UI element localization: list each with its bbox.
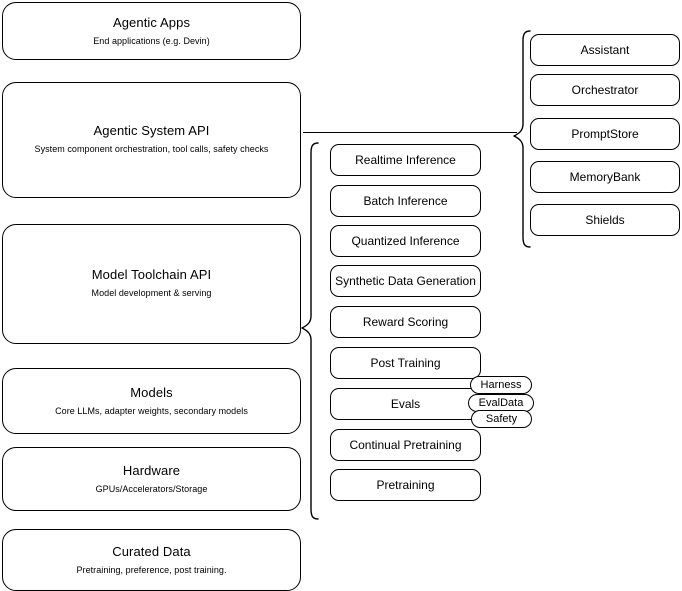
layer-title: Models (130, 385, 173, 400)
layer-text-group: Agentic System API System component orch… (35, 123, 269, 155)
layer-subtitle: Model development & serving (91, 288, 212, 298)
toolchain-label: Batch Inference (363, 194, 448, 208)
eval-chip-safety[interactable]: Safety (471, 410, 532, 428)
bracket-system-components (513, 30, 531, 248)
layer-title: Agentic System API (93, 123, 210, 138)
layer-box-curated-data[interactable]: Curated Data Pretraining, preference, po… (2, 529, 301, 591)
layer-subtitle: End applications (e.g. Devin) (93, 36, 210, 46)
toolchain-box-continual-pretraining[interactable]: Continual Pretraining (330, 429, 481, 461)
system-label: Shields (585, 213, 625, 227)
layer-title: Model Toolchain API (91, 267, 212, 282)
eval-chip-evaldata[interactable]: EvalData (468, 394, 534, 412)
system-box-assistant[interactable]: Assistant (530, 34, 680, 66)
toolchain-box-quantized-inference[interactable]: Quantized Inference (330, 225, 481, 257)
toolchain-box-post-training[interactable]: Post Training (330, 347, 481, 379)
layer-subtitle: Pretraining, preference, post training. (76, 565, 227, 575)
bracket-toolchain (301, 142, 319, 520)
system-box-orchestrator[interactable]: Orchestrator (530, 74, 680, 106)
eval-chip-label: Safety (485, 413, 518, 425)
eval-chip-label: EvalData (478, 397, 524, 409)
system-label: PromptStore (571, 127, 639, 141)
layer-box-agentic-apps[interactable]: Agentic Apps End applications (e.g. Devi… (2, 2, 301, 60)
layer-text-group: Model Toolchain API Model development & … (92, 267, 212, 299)
toolchain-box-evals[interactable]: Evals (330, 388, 481, 420)
layer-title: Agentic Apps (112, 15, 191, 30)
toolchain-label: Quantized Inference (351, 234, 460, 248)
toolchain-label: Post Training (370, 356, 441, 370)
toolchain-label: Continual Pretraining (349, 438, 462, 452)
system-label: Assistant (580, 43, 630, 57)
toolchain-label: Realtime Inference (355, 153, 456, 167)
layer-subtitle: Core LLMs, adapter weights, secondary mo… (55, 406, 248, 416)
layer-box-model-toolchain-api[interactable]: Model Toolchain API Model development & … (2, 224, 301, 344)
layer-title: Curated Data (112, 544, 191, 559)
toolchain-box-realtime-inference[interactable]: Realtime Inference (330, 144, 481, 176)
layer-subtitle: System component orchestration, tool cal… (34, 144, 269, 154)
toolchain-box-reward-scoring[interactable]: Reward Scoring (330, 306, 481, 338)
system-box-shields[interactable]: Shields (530, 204, 680, 236)
system-box-memorybank[interactable]: MemoryBank (530, 161, 680, 193)
toolchain-label: Reward Scoring (362, 315, 449, 329)
eval-chip-harness[interactable]: Harness (470, 376, 532, 394)
toolchain-label: Synthetic Data Generation (335, 274, 476, 288)
layer-subtitle: GPUs/Accelerators/Storage (95, 484, 208, 494)
toolchain-label: Pretraining (376, 478, 435, 492)
system-label: Orchestrator (571, 83, 639, 97)
layer-title: Hardware (122, 463, 181, 478)
toolchain-label: Evals (390, 397, 421, 411)
system-box-promptstore[interactable]: PromptStore (530, 118, 680, 150)
connector-line-system-api (303, 132, 517, 133)
layer-box-models[interactable]: Models Core LLMs, adapter weights, secon… (2, 368, 301, 434)
toolchain-box-synthetic-data-generation[interactable]: Synthetic Data Generation (330, 265, 481, 297)
system-label: MemoryBank (569, 170, 641, 184)
toolchain-box-pretraining[interactable]: Pretraining (330, 469, 481, 501)
eval-chip-label: Harness (480, 379, 522, 391)
layer-box-agentic-system-api[interactable]: Agentic System API System component orch… (2, 82, 301, 198)
toolchain-box-batch-inference[interactable]: Batch Inference (330, 185, 481, 217)
layer-box-hardware[interactable]: Hardware GPUs/Accelerators/Storage (2, 447, 301, 511)
